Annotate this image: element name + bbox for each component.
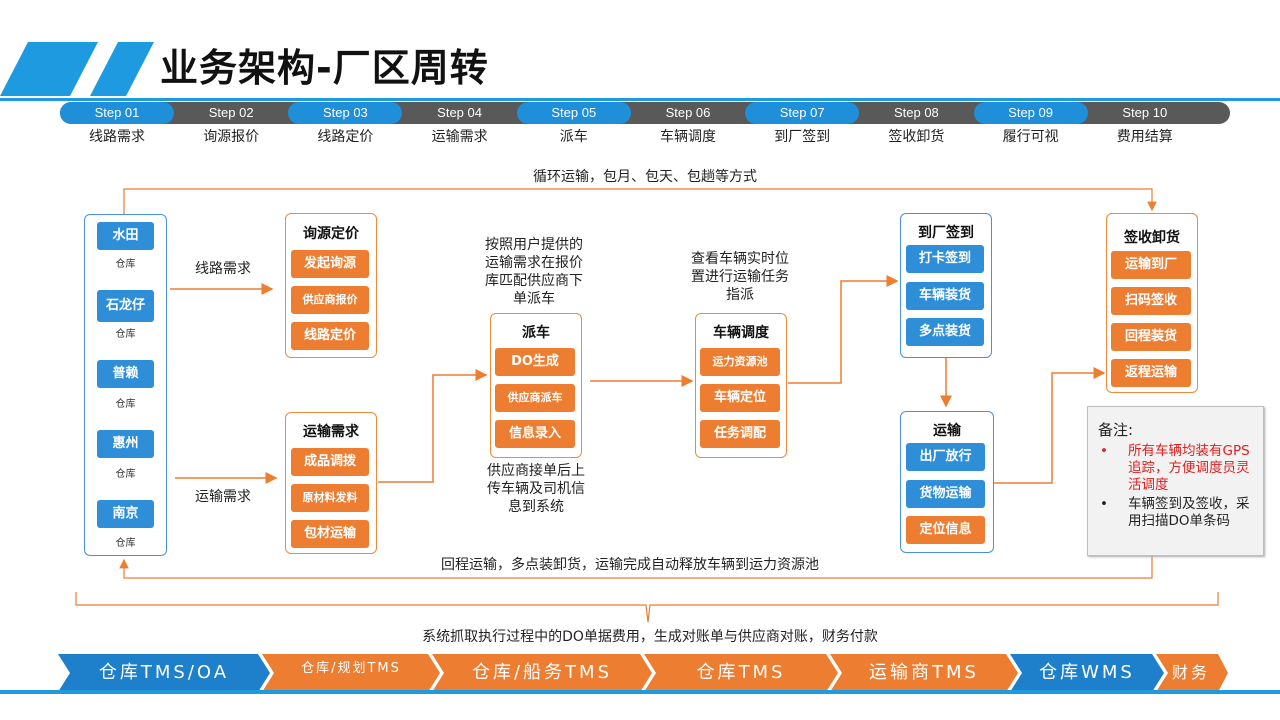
footer-rule <box>0 690 1280 694</box>
step-label-10: 费用结算 <box>1116 129 1173 145</box>
supplier-dispatch-button[interactable]: 供应商派车 <box>495 384 575 412</box>
packaging-transport-button[interactable]: 包材运输 <box>291 520 369 548</box>
scan-sign-button[interactable]: 扫码签收 <box>1111 287 1191 315</box>
step-pill-8[interactable]: Step 08 <box>859 102 974 124</box>
step-label-3: 线路定价 <box>317 129 374 145</box>
page-title: 业务架构-厂区周转 <box>160 46 489 90</box>
step-pill-7[interactable]: Step 07 <box>745 102 860 124</box>
clock-in-button[interactable]: 打卡签到 <box>906 245 984 273</box>
loop-bottom-label: 回程运输，多点装卸货，运输完成自动释放车辆到运力资源池 <box>441 557 819 573</box>
system-warehouse-tms: 仓库TMS <box>696 662 786 683</box>
dispatch-note-below: 供应商接单后上传车辆及司机信息到系统 <box>487 463 585 515</box>
exit-release-button[interactable]: 出厂放行 <box>906 443 985 471</box>
warehouse-shuitian[interactable]: 水田 <box>97 222 154 250</box>
step-label-7: 到厂签到 <box>774 129 831 145</box>
step-label-2: 询源报价 <box>203 129 260 145</box>
dispatch-title: 派车 <box>522 325 550 341</box>
step-label-1: 线路需求 <box>89 129 145 145</box>
multi-point-loading-button[interactable]: 多点装货 <box>906 318 984 346</box>
info-entry-button[interactable]: 信息录入 <box>495 420 575 448</box>
remark-panel: 备注: •所有车辆均装有GPS追踪，方便调度员灵活调度 •车辆签到及签收，采用扫… <box>1087 406 1264 556</box>
return-loading-button[interactable]: 回程装货 <box>1111 323 1191 351</box>
capacity-pool-button[interactable]: 运力资源池 <box>700 348 780 376</box>
arrive-factory-button[interactable]: 运输到厂 <box>1111 251 1191 279</box>
system-warehouse-tms-oa: 仓库TMS/OA <box>98 662 230 683</box>
route-pricing-button[interactable]: 线路定价 <box>291 322 369 350</box>
header-stripes <box>0 42 154 96</box>
step-pill-9[interactable]: Step 09 <box>973 102 1088 124</box>
remark-item: •车辆签到及签收，采用扫描DO单条码 <box>1100 496 1250 529</box>
system-warehouse-wms: 仓库WMS <box>1039 662 1135 683</box>
inquiry-title: 询源定价 <box>303 226 359 242</box>
remark-item: •所有车辆均装有GPS追踪，方便调度员灵活调度 <box>1100 443 1250 493</box>
step-label-5: 派车 <box>559 129 588 145</box>
do-generate-button[interactable]: DO生成 <box>495 348 575 376</box>
vehicle-loading-button[interactable]: 车辆装货 <box>906 282 984 310</box>
step-label-4: 运输需求 <box>431 129 488 145</box>
remark-title: 备注: <box>1098 421 1134 439</box>
scheduling-note-above: 查看车辆实时位置进行运输任务指派 <box>691 251 789 303</box>
step-pill-1[interactable]: Step 01 <box>60 102 174 124</box>
system-carrier-tms: 运输商TMS <box>869 662 979 683</box>
finished-goods-transfer-button[interactable]: 成品调拨 <box>291 448 369 476</box>
step-pill-10[interactable]: Step 10 <box>1087 102 1202 124</box>
warehouse-label: 仓库 <box>115 538 136 549</box>
warehouse-label: 仓库 <box>115 469 136 480</box>
scheduling-title: 车辆调度 <box>713 325 769 341</box>
edge-label-transport-demand: 运输需求 <box>195 489 251 505</box>
warehouse-shilongzai[interactable]: 石龙仔 <box>97 290 154 322</box>
warehouse-nanjing[interactable]: 南京 <box>97 500 154 528</box>
transport-title: 运输 <box>933 423 961 439</box>
step-pill-3[interactable]: Step 03 <box>288 102 403 124</box>
warehouse-pulai[interactable]: 普赖 <box>97 360 154 388</box>
vehicle-location-button[interactable]: 车辆定位 <box>700 384 780 412</box>
system-warehouse-shipping-tms: 仓库/船务TMS <box>471 662 612 683</box>
warehouse-label: 仓库 <box>115 399 136 410</box>
step-label-6: 车辆调度 <box>660 129 716 145</box>
step-label-8: 签收卸货 <box>888 129 945 145</box>
step-pill-5[interactable]: Step 05 <box>516 102 631 124</box>
checkin-title: 到厂签到 <box>918 225 974 241</box>
task-allocation-button[interactable]: 任务调配 <box>700 420 780 448</box>
cargo-transport-button[interactable]: 货物运输 <box>906 480 985 508</box>
loop-top-label: 循环运输，包月、包天、包趟等方式 <box>533 169 757 185</box>
warehouse-label: 仓库 <box>115 329 136 340</box>
system-warehouse-planning-tms: 仓库/规划TMS <box>301 661 401 676</box>
step-pill-2[interactable]: Step 02 <box>174 102 289 124</box>
warehouse-label: 仓库 <box>115 259 136 270</box>
step-pill-6[interactable]: Step 06 <box>631 102 745 124</box>
step-pill-4[interactable]: Step 04 <box>402 102 517 124</box>
return-transport-button[interactable]: 返程运输 <box>1111 359 1191 387</box>
edge-label-route-demand: 线路需求 <box>195 261 251 277</box>
inquiry-start-button[interactable]: 发起询源 <box>291 250 369 278</box>
dispatch-note-above: 按照用户提供的运输需求在报价库匹配供应商下单派车 <box>485 237 583 307</box>
header-rule <box>0 98 1280 101</box>
settlement-label: 系统抓取执行过程中的DO单据费用，生成对账单与供应商对账，财务付款 <box>422 629 878 645</box>
step-label-9: 履行可视 <box>1002 129 1059 145</box>
system-chevrons <box>58 654 1228 692</box>
raw-material-issue-button[interactable]: 原材料发料 <box>291 484 369 512</box>
transport-demand-title: 运输需求 <box>303 424 359 440</box>
receive-title: 签收卸货 <box>1124 230 1180 246</box>
warehouse-huizhou[interactable]: 惠州 <box>97 430 154 458</box>
location-info-button[interactable]: 定位信息 <box>906 516 985 544</box>
system-finance: 财务 <box>1171 663 1210 682</box>
supplier-quote-button[interactable]: 供应商报价 <box>291 286 369 314</box>
